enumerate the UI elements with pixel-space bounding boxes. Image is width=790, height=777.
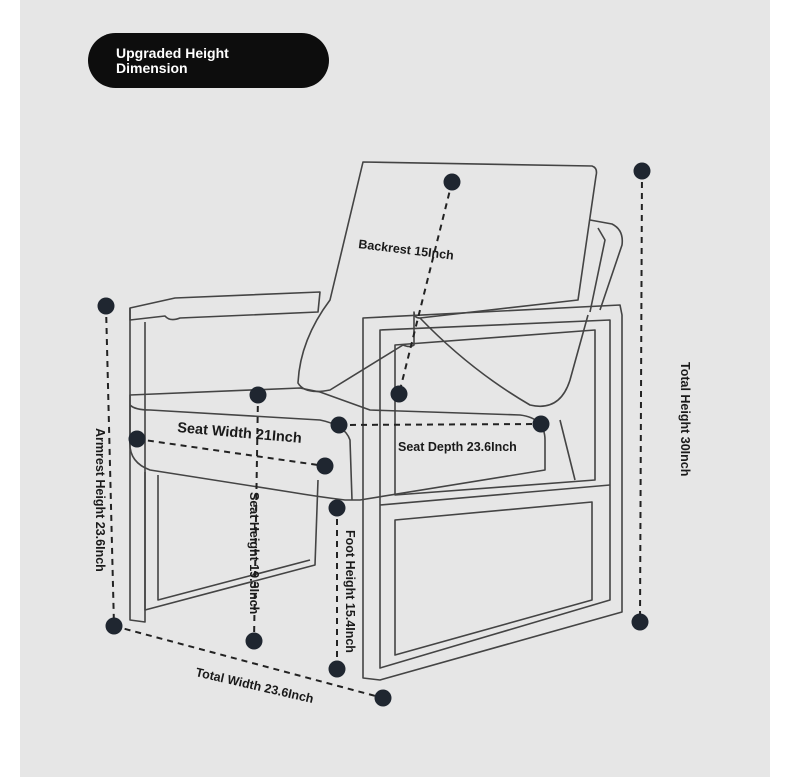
dimension-lines (105, 170, 643, 699)
armrest-height-line (105, 305, 115, 627)
marker (443, 173, 461, 191)
marker (249, 386, 267, 404)
label-total-width: Total Width 23.6Inch (194, 665, 315, 706)
marker (328, 499, 346, 517)
label-seat-width: Seat Width 21Inch (177, 420, 303, 447)
label-foot-height: Foot Height 15.4Inch (343, 530, 357, 653)
marker (245, 632, 263, 650)
seat-depth-line (338, 423, 542, 426)
title-badge: Upgraded Height Dimension (88, 33, 329, 88)
backrest-cushion (297, 161, 598, 393)
right-arm-frame (362, 304, 623, 681)
marker (316, 457, 334, 475)
label-seat-depth: Seat Depth 23.6Inch (398, 440, 517, 454)
label-seat-height: Seat Height 19.3Inch (247, 492, 261, 614)
total-height-line (639, 170, 643, 623)
marker (390, 385, 408, 403)
marker (374, 689, 392, 707)
chair-drawing (129, 161, 624, 681)
total-width-line (113, 625, 384, 699)
seat-cushion (129, 387, 546, 501)
marker (128, 430, 146, 448)
label-total-height: Total Height 30Inch (678, 362, 692, 476)
marker (532, 415, 550, 433)
label-backrest: Backrest 15Inch (358, 237, 455, 263)
marker (633, 162, 651, 180)
badge-title: Upgraded Height Dimension (116, 45, 229, 76)
seat-width-line (136, 438, 326, 467)
label-armrest-height: Armrest Height 23.6Inch (93, 428, 107, 572)
marker (105, 617, 123, 635)
dimension-markers (97, 162, 651, 707)
seat-height-line (253, 394, 259, 642)
left-armrest (129, 291, 321, 321)
back-side-cushion (589, 219, 624, 311)
marker (97, 297, 115, 315)
marker (631, 613, 649, 631)
marker (330, 416, 348, 434)
backrest-line (398, 181, 453, 395)
marker (328, 660, 346, 678)
